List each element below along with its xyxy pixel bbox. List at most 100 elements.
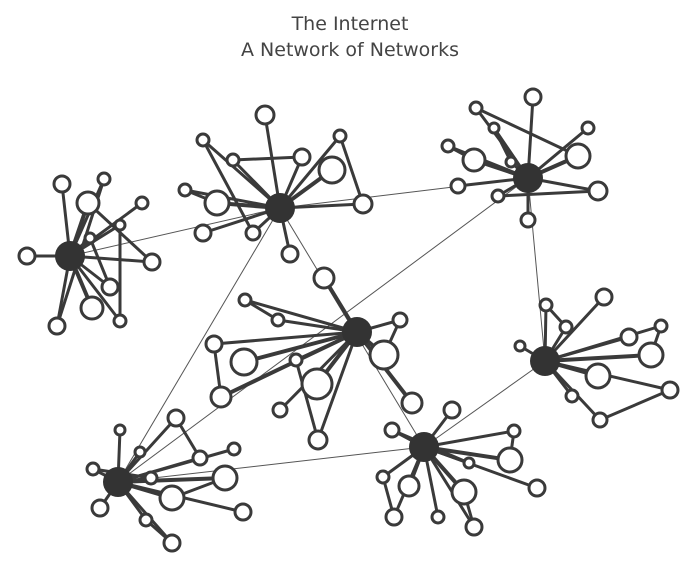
network-node [138, 512, 154, 528]
network-node [225, 152, 241, 168]
spoke-link [212, 330, 359, 346]
spoke-link [422, 445, 476, 529]
network-node [653, 318, 669, 334]
network-node [83, 231, 97, 245]
network-node [375, 469, 391, 485]
network-node [504, 155, 518, 169]
backbone-link [117, 177, 529, 483]
spoke-link [183, 188, 282, 210]
network-node [538, 297, 554, 313]
spoke-link [543, 353, 653, 363]
network-node [226, 441, 242, 457]
network-node [461, 147, 487, 173]
network-node [158, 484, 186, 512]
network-node [203, 189, 231, 217]
network-node [112, 313, 128, 329]
network-node [468, 100, 484, 116]
network-node [204, 334, 224, 354]
network-node [513, 339, 527, 353]
network-node [450, 478, 478, 506]
network-node [519, 211, 537, 229]
network-node [166, 408, 186, 428]
network-node [177, 182, 193, 198]
network-node [391, 311, 409, 329]
network-node [564, 142, 592, 170]
network-node [85, 461, 101, 477]
backbone-link [527, 177, 546, 362]
network-node [487, 121, 501, 135]
spoke-link [242, 330, 359, 364]
spoke-link [543, 324, 663, 363]
network-node [307, 429, 329, 451]
backbone-link [117, 446, 425, 483]
local-link [497, 189, 599, 198]
network-node [558, 319, 574, 335]
network-node [449, 177, 467, 195]
network-node [527, 478, 547, 498]
network-node [352, 193, 374, 215]
network-node [564, 388, 580, 404]
spoke-link [201, 138, 282, 210]
network-node [142, 252, 162, 272]
network-node [464, 517, 484, 537]
network-node [430, 509, 446, 525]
network-node [523, 87, 543, 107]
local-link [294, 359, 320, 441]
network-node [237, 292, 253, 308]
network-node [442, 400, 462, 420]
network-node [312, 266, 336, 290]
network-node [17, 246, 37, 266]
network-node [637, 341, 665, 369]
spoke-link [316, 330, 359, 442]
network-node [47, 316, 67, 336]
network-node [113, 423, 127, 437]
hub-node [530, 346, 560, 376]
network-node [280, 244, 300, 264]
network-node [400, 391, 424, 415]
network-node [397, 474, 421, 498]
hub-node [409, 432, 439, 462]
network-node [317, 155, 347, 185]
network-node [271, 401, 289, 419]
local-link [201, 139, 255, 234]
network-node [75, 190, 101, 216]
network-node [660, 380, 680, 400]
network-node [580, 120, 596, 136]
spoke-link [422, 429, 516, 449]
network-node [292, 147, 312, 167]
hub-node [55, 241, 85, 271]
network-node [300, 367, 334, 401]
network-node [233, 502, 253, 522]
network-node [209, 385, 233, 409]
network-node [229, 347, 259, 377]
spoke-link [243, 298, 359, 334]
network-node [90, 498, 110, 518]
local-link [475, 106, 579, 158]
network-node [143, 470, 159, 486]
network-node [79, 295, 105, 321]
network-node [100, 277, 120, 297]
network-node [584, 362, 612, 390]
network-node [383, 421, 401, 439]
network-node [52, 174, 72, 194]
network-node [211, 464, 239, 492]
network-node [254, 104, 276, 126]
network-node [332, 128, 348, 144]
diagram-subtitle: A Network of Networks [241, 39, 459, 61]
network-node [162, 533, 182, 553]
network-node [134, 195, 150, 211]
network-node [96, 171, 112, 187]
local-link [338, 135, 365, 205]
network-node [619, 327, 639, 347]
network-node [594, 287, 614, 307]
hub-node [103, 467, 133, 497]
network-node [270, 312, 286, 328]
spoke-link [263, 113, 282, 210]
network-node [490, 188, 506, 204]
spoke-link [278, 134, 342, 210]
backbone-link [423, 360, 546, 448]
network-node [195, 132, 211, 148]
network-node [462, 456, 476, 470]
hub-node [513, 163, 543, 193]
